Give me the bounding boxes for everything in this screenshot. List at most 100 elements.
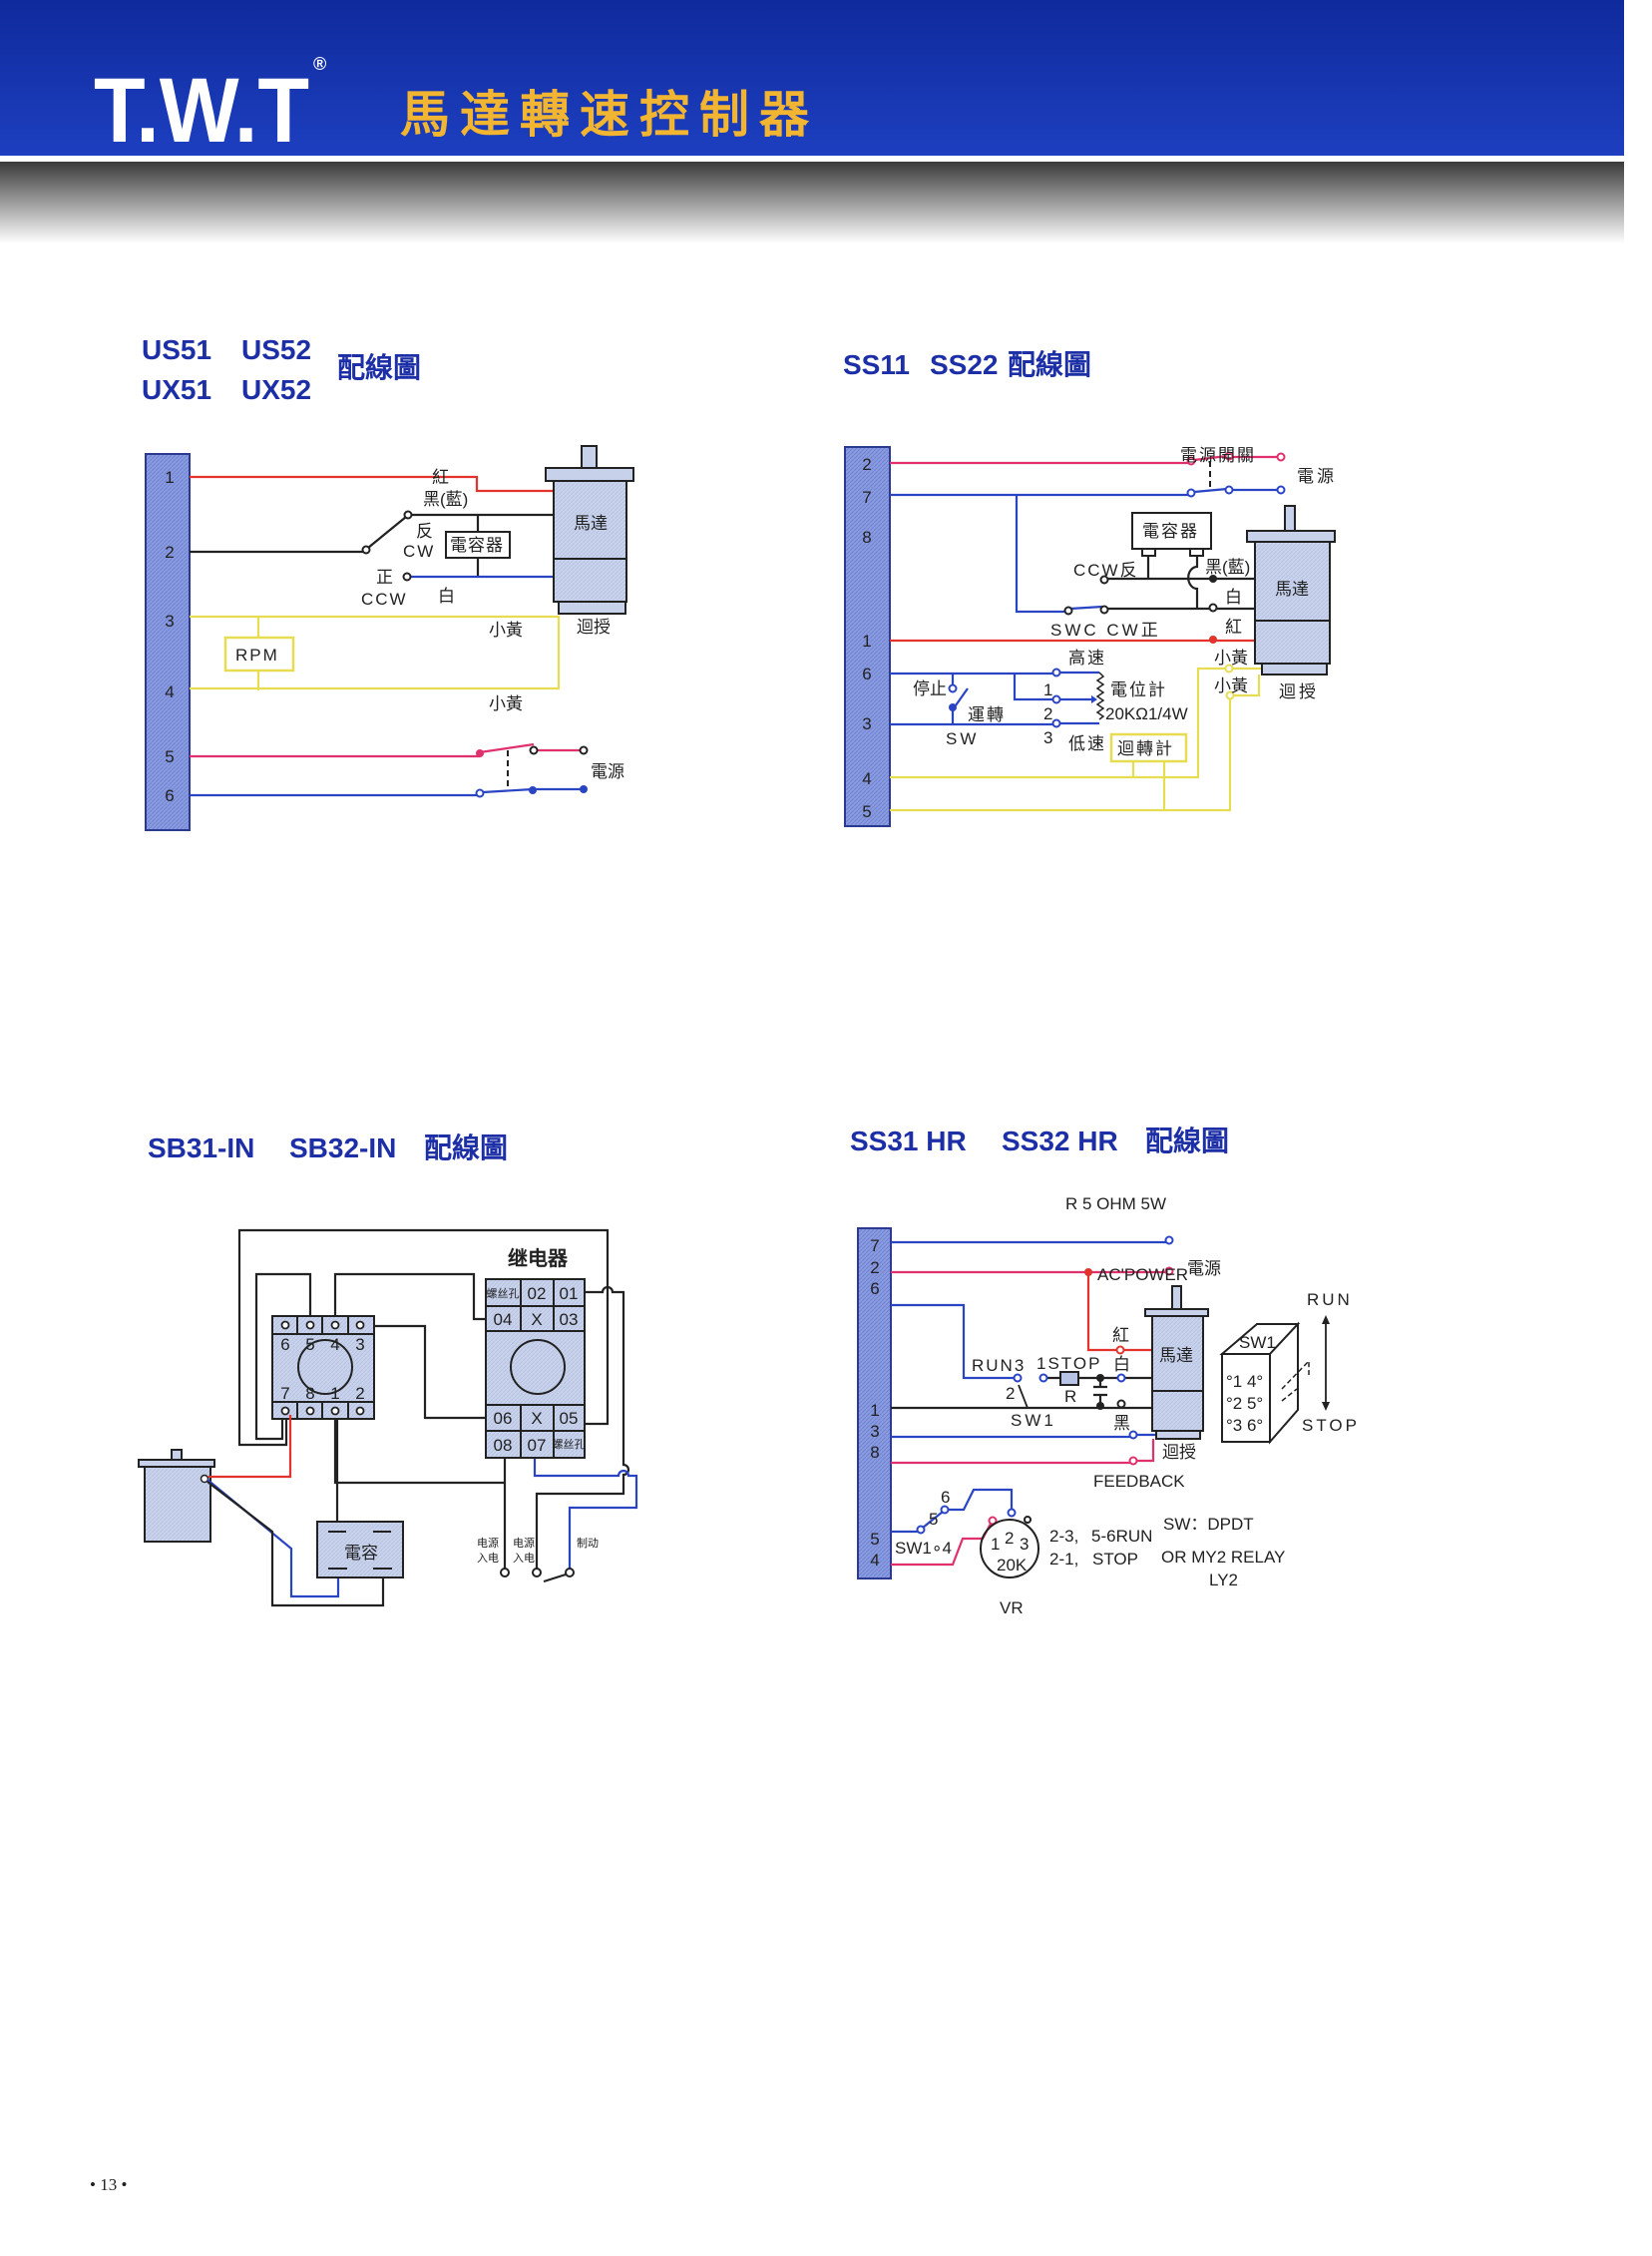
model-ss11: SS11 — [843, 349, 910, 380]
socket-pin-7: 7 — [280, 1384, 289, 1403]
label-power: 電源 — [1187, 1259, 1221, 1278]
label-yellow-2: 小黃 — [1214, 677, 1248, 695]
page-title: 馬達轉速控制器 — [400, 87, 819, 143]
label-yellow-bottom: 小黃 — [489, 694, 523, 713]
diagram-ss31hr-ss32hr: SS31 HR SS32 HR 配線圖 R 5 OHM 5W 7 2 6 1 3… — [850, 1125, 1357, 1617]
diagram-sb31-sb32: SB31-IN SB32-IN 配線圖 6 5 4 3 7 8 1 2 继电器 — [138, 1131, 638, 1607]
header-divider — [0, 156, 1624, 162]
label-capacitor: 電容器 — [450, 536, 504, 555]
model-ss32-hr: SS32 HR — [1002, 1126, 1118, 1156]
feedback-blue-wire — [891, 1433, 1157, 1439]
motor-icon — [1246, 505, 1336, 676]
label-motor: 馬達 — [1159, 1346, 1193, 1365]
note-5-6-run: 5-6RUN — [1091, 1527, 1152, 1546]
wire-4-to-04 — [333, 1272, 496, 1322]
black-wire — [206, 1481, 385, 1607]
model-sb31-in: SB31-IN — [148, 1132, 254, 1163]
header-band — [0, 0, 1624, 158]
terminal-8: 8 — [870, 1443, 879, 1462]
socket-pin-1: 1 — [330, 1384, 339, 1403]
junction-dot — [1084, 1268, 1092, 1276]
brake-switch — [543, 1574, 567, 1582]
potentiometer-arrow — [1091, 695, 1097, 703]
junction-dot — [1096, 1374, 1104, 1382]
terminal-block — [844, 446, 891, 827]
socket-pin-6: 6 — [280, 1335, 289, 1354]
relay-pin-06: 06 — [494, 1409, 513, 1428]
power-node — [476, 749, 484, 757]
label-motor: 馬達 — [574, 514, 608, 533]
sw1-blue-wire — [891, 1488, 1014, 1534]
model-ss31-hr: SS31 HR — [850, 1126, 967, 1156]
terminal-3: 3 — [862, 714, 871, 733]
power-node — [1164, 1235, 1174, 1245]
page-number: • 13 • — [90, 2175, 127, 2194]
feedback-node — [1128, 1430, 1138, 1440]
rpm-box — [223, 636, 295, 673]
wire-3-to-06 — [363, 1324, 496, 1420]
label-white: 白 — [1225, 588, 1242, 607]
vr-pin-2: 2 — [1005, 1529, 1014, 1548]
blue-power-wire — [190, 787, 581, 797]
terminal-3: 3 — [165, 612, 174, 631]
label-reverse: 反 — [416, 522, 433, 541]
terminal-6: 6 — [165, 786, 174, 805]
relay-title: 继电器 — [508, 1246, 569, 1270]
terminal-1: 1 — [870, 1401, 879, 1420]
label-power-in-1b: 入电 — [477, 1552, 499, 1565]
potentiometer-resistor — [1095, 672, 1105, 720]
label-power-switch: 電源開關 — [1180, 446, 1256, 465]
relay — [485, 1278, 586, 1459]
label-tachometer: 迴轉計 — [1117, 739, 1174, 758]
terminal-2: 2 — [862, 455, 871, 474]
label-power-in-1: 电源 — [477, 1536, 499, 1550]
feedback-node — [1128, 1456, 1138, 1466]
diagram-ss11-ss22: SS11 SS22 配線圖 2 7 8 1 6 3 4 5 — [843, 348, 1336, 827]
label-yellow-top: 小黃 — [489, 621, 523, 640]
yellow-wires — [890, 667, 1262, 812]
label-ac-power: AC'POWER — [1097, 1265, 1188, 1284]
power-node — [529, 745, 539, 755]
terminal-3: 3 — [870, 1422, 879, 1441]
power-node — [579, 745, 589, 755]
tachometer-box — [1109, 732, 1188, 763]
label-resistor-spec: R 5 OHM 5W — [1065, 1194, 1166, 1213]
capacitor-box — [316, 1521, 404, 1579]
label-potentiometer: 電位計 — [1110, 680, 1167, 699]
capacitor-box — [1131, 512, 1212, 550]
label-feedback-cn: 迴授 — [1162, 1443, 1196, 1462]
terminal-6: 6 — [870, 1279, 879, 1298]
label-ccw: CCW — [361, 590, 408, 609]
label-pin-3: 3 — [1043, 728, 1052, 747]
wiring-diagram-label: 配線圖 — [1145, 1125, 1229, 1156]
note-2-3: 2-3, — [1049, 1527, 1078, 1546]
label-yellow-1: 小黃 — [1214, 649, 1248, 668]
relay-screw-hole: 螺丝孔 — [553, 1438, 586, 1451]
model-ux51: UX51 — [142, 374, 211, 405]
red-wire — [190, 475, 554, 493]
terminal-8: 8 — [862, 528, 871, 547]
socket-pin-3: 3 — [355, 1335, 364, 1354]
power-node — [580, 785, 588, 793]
terminal-block — [857, 1227, 892, 1579]
wiring-diagram-label: 配線圖 — [424, 1131, 508, 1163]
label-stop1: 1STOP — [1036, 1354, 1101, 1373]
label-sw: SW — [946, 729, 979, 748]
vr-potentiometer — [980, 1519, 1039, 1579]
label-pin-1: 1 — [1043, 680, 1052, 699]
switch-node — [1013, 1373, 1023, 1383]
label-red: 紅 — [432, 468, 449, 487]
stop-resistor-wires — [891, 1376, 1151, 1410]
label-feedback: FEEDBACK — [1093, 1472, 1185, 1491]
motor-node — [1116, 1373, 1126, 1383]
label-high-speed: 高速 — [1068, 649, 1106, 668]
motor-icon — [545, 445, 634, 615]
red-wire — [1086, 1272, 1151, 1352]
relay-pin-07: 07 — [528, 1436, 547, 1455]
pink-power-wire — [190, 742, 581, 758]
terminal-block — [145, 453, 191, 831]
label-r: R — [1064, 1387, 1076, 1406]
switch-node — [1099, 575, 1109, 585]
note-2-1: 2-1, — [1049, 1550, 1078, 1569]
